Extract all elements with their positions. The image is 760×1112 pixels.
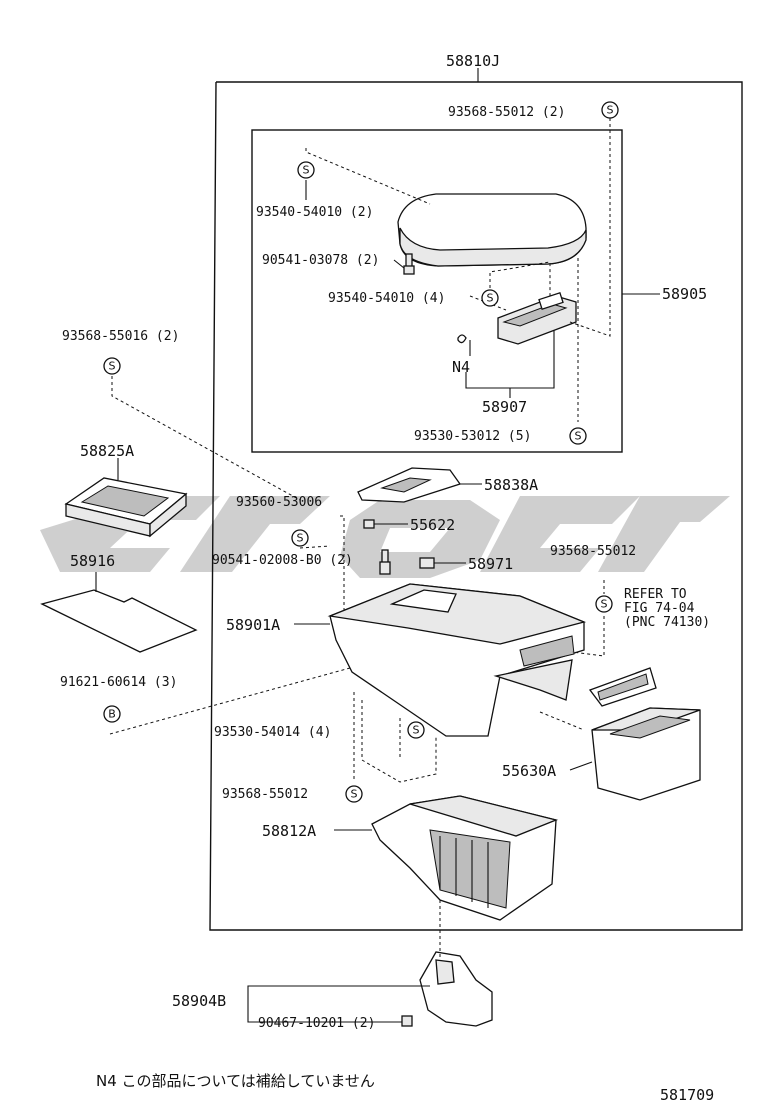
watermark-logo <box>40 496 730 578</box>
label-93568-55012-right: 93568-55012 <box>550 544 636 559</box>
label-93530-54014-4: 93530-54014 (4) <box>214 725 331 740</box>
figure-number: 581709 <box>660 1086 714 1104</box>
label-90541-02008-b0-2: 90541-02008-B0 (2) <box>212 553 353 568</box>
label-58812a: 58812A <box>262 822 316 840</box>
label-93540-54010-2: 93540-54010 (2) <box>256 205 373 220</box>
box-55630a-part <box>591 707 701 801</box>
svg-text:S: S <box>303 164 310 177</box>
mat-58916-part <box>40 589 198 653</box>
symbol-b: B <box>103 705 121 723</box>
label-90541-03078-2: 90541-03078 (2) <box>262 253 379 268</box>
label-58916: 58916 <box>70 552 115 570</box>
svg-text:S: S <box>607 104 614 117</box>
label-58901a: 58901A <box>226 616 280 634</box>
clip-n4 <box>457 334 467 344</box>
label-93540-54010-4: 93540-54010 (4) <box>328 291 445 306</box>
label-58810j: 58810J <box>446 52 500 70</box>
screw-90541-02008 <box>379 549 391 575</box>
symbol-s-93530-54014: S <box>407 721 425 739</box>
label-58825a: 58825A <box>80 442 134 460</box>
svg-text:S: S <box>487 292 494 305</box>
label-58905: 58905 <box>662 285 707 303</box>
cover-58838a-part <box>357 467 462 503</box>
label-refer-line1: REFER TO <box>624 587 687 602</box>
clip-90467 <box>401 1015 413 1027</box>
trim-panel-part <box>588 667 657 707</box>
assembly-frame-inner <box>251 129 623 453</box>
symbol-s-right-mid: S <box>595 595 613 613</box>
label-93560-53006: 93560-53006 <box>236 495 322 510</box>
tray-58825a-part <box>64 477 188 538</box>
svg-text:S: S <box>601 598 608 611</box>
svg-text:S: S <box>575 430 582 443</box>
label-refer-line3: (PNC 74130) <box>624 615 710 630</box>
svg-text:S: S <box>351 788 358 801</box>
label-n4: N4 <box>452 358 470 376</box>
label-91621-60614-3: 91621-60614 (3) <box>60 675 177 690</box>
symbol-s-inner-bottom: S <box>569 427 587 445</box>
label-58971: 58971 <box>468 555 513 573</box>
label-58907: 58907 <box>482 398 527 416</box>
label-58838a: 58838A <box>484 476 538 494</box>
label-refer-line2: FIG 74-04 <box>624 601 695 616</box>
console-body-58901a-part <box>327 583 587 737</box>
label-93568-55012-2: 93568-55012 (2) <box>448 105 565 120</box>
label-55630a: 55630A <box>502 762 556 780</box>
symbol-s-top-right: S <box>601 101 619 119</box>
label-93568-55016-2: 93568-55016 (2) <box>62 329 179 344</box>
hinge-lock-part <box>497 292 577 345</box>
svg-text:S: S <box>413 724 420 737</box>
svg-text:S: S <box>109 360 116 373</box>
screw-90541-03078 <box>403 253 415 275</box>
label-58904b: 58904B <box>172 992 226 1010</box>
clip-55622 <box>363 519 375 529</box>
base-58812a-part <box>371 795 559 921</box>
shift-bezel-58904b-part <box>419 951 493 1027</box>
symbol-s-lower-left: S <box>345 785 363 803</box>
assembly-frame-outer <box>209 81 743 931</box>
footnote: N4 この部品については補給していません <box>96 1072 375 1090</box>
label-93530-53012-5: 93530-53012 (5) <box>414 429 531 444</box>
label-90467-10201-2: 90467-10201 (2) <box>258 1016 375 1031</box>
armrest-lid-part <box>397 193 587 267</box>
pad-58971 <box>419 557 435 569</box>
symbol-s-lid: S <box>297 161 315 179</box>
symbol-s-hinge: S <box>481 289 499 307</box>
svg-text:S: S <box>297 532 304 545</box>
svg-text:B: B <box>108 708 116 721</box>
symbol-s-93560: S <box>291 529 309 547</box>
label-55622: 55622 <box>410 516 455 534</box>
symbol-s-left: S <box>103 357 121 375</box>
label-93568-55012-left: 93568-55012 <box>222 787 308 802</box>
